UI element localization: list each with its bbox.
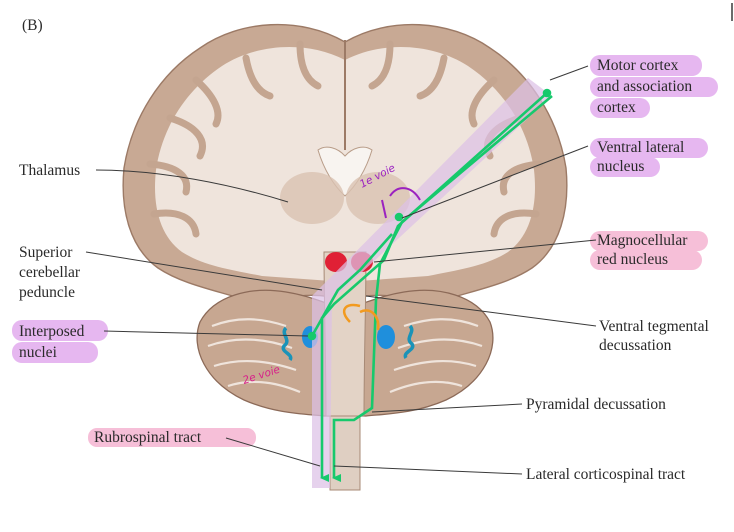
label-pyramidal: Pyramidal decussation xyxy=(526,396,666,413)
leader-motor-cortex xyxy=(549,65,589,81)
purple-arc xyxy=(389,187,421,201)
leader-pyramidal xyxy=(371,403,523,413)
leader-lines xyxy=(85,65,597,475)
thalamus-region xyxy=(280,172,344,224)
leader-lateral-corticospinal xyxy=(333,465,523,475)
label-highlights xyxy=(12,55,718,447)
orange-mark-right xyxy=(359,309,380,331)
label-superior-cerebellar-1: Superior xyxy=(19,244,73,261)
label-superior-cerebellar-2: cerebellar xyxy=(19,264,81,281)
label-rubrospinal: Rubrospinal tract xyxy=(94,429,202,446)
interposed-nucleus-right xyxy=(403,324,415,359)
leader-superior-cerebellar xyxy=(85,251,323,291)
label-magnocellular-1: Magnocellular xyxy=(597,232,688,249)
label-interposed-1: Interposed xyxy=(19,323,85,340)
label-ventral-lateral-1: Ventral lateral xyxy=(597,139,684,156)
scrollbar[interactable] xyxy=(731,3,733,21)
leader-interposed xyxy=(103,330,309,337)
leader-rubrospinal xyxy=(225,437,321,467)
label-magnocellular-2: red nucleus xyxy=(597,251,668,268)
label-ventral-lateral-2: nucleus xyxy=(597,158,644,175)
orange-mark-left xyxy=(342,303,361,323)
interposed-nucleus-left xyxy=(281,326,293,361)
label-superior-cerebellar-3: peduncle xyxy=(19,284,75,301)
label-lateral-corticospinal: Lateral corticospinal tract xyxy=(526,466,686,483)
dentate-nucleus-right xyxy=(377,325,395,349)
label-motor-cortex-2: and association xyxy=(597,78,692,95)
labels: (B) Motor cortex and association cortex … xyxy=(19,17,709,483)
label-thalamus: Thalamus xyxy=(19,162,80,179)
leader-ventral-lateral xyxy=(401,145,589,219)
label-interposed-2: nuclei xyxy=(19,344,58,361)
leader-red-nucleus xyxy=(373,239,597,263)
leader-thalamus xyxy=(95,169,289,203)
green-tracts xyxy=(307,88,553,482)
label-ventral-tegmental-2: decussation xyxy=(599,337,672,354)
panel-label: (B) xyxy=(22,17,43,34)
cerebellar-folia xyxy=(207,318,483,394)
label-ventral-tegmental-1: Ventral tegmental xyxy=(599,318,709,335)
label-motor-cortex-1: Motor cortex xyxy=(597,57,679,74)
leader-ventral-tegmental xyxy=(365,295,597,327)
label-motor-cortex-3: cortex xyxy=(597,99,636,116)
